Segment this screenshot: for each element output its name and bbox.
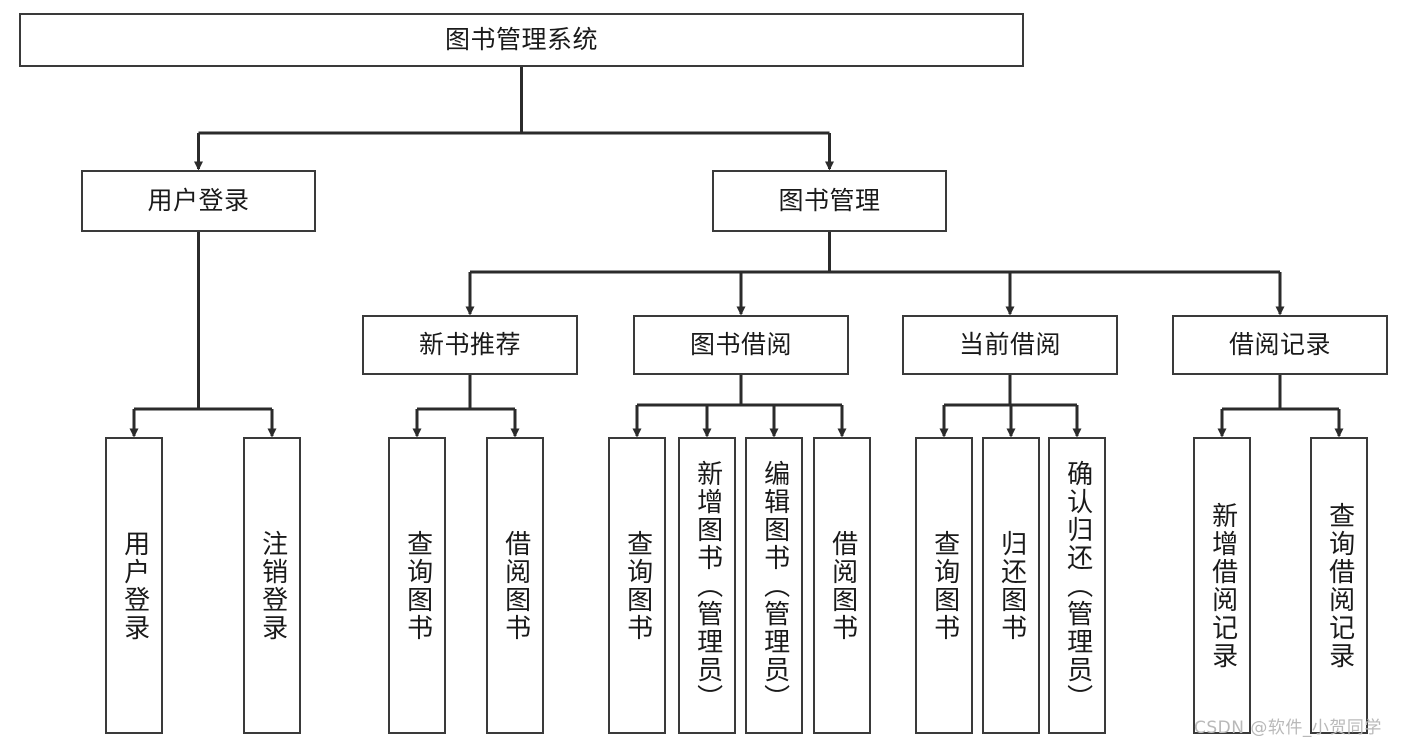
node-label: 用户登录 [147,186,250,215]
node-leaf-query-book-1[interactable]: 查询图书 [388,437,446,734]
node-leaf-return-book[interactable]: 归还图书 [982,437,1040,734]
node-label: 查询借阅记录 [1324,501,1355,670]
node-leaf-edit-book[interactable]: 编辑图书（管理员） [745,437,803,734]
node-leaf-user-logout[interactable]: 注销登录 [243,437,301,734]
node-current-borrow[interactable]: 当前借阅 [902,315,1118,375]
node-label: 确认归还（管理员） [1062,459,1093,712]
node-label: 查询图书 [622,529,653,642]
node-book-manage[interactable]: 图书管理 [712,170,947,232]
node-label: 用户登录 [119,529,150,642]
watermark: CSDN @软件_小贺同学 [1194,718,1382,738]
node-leaf-query-book-2[interactable]: 查询图书 [608,437,666,734]
node-label: 查询图书 [929,529,960,642]
node-label: 编辑图书（管理员） [759,459,790,712]
node-leaf-query-record[interactable]: 查询借阅记录 [1310,437,1368,734]
node-label: 新增图书（管理员） [692,459,723,712]
node-user-login[interactable]: 用户登录 [81,170,316,232]
node-leaf-query-book-3[interactable]: 查询图书 [915,437,973,734]
node-label: 新增借阅记录 [1207,501,1238,670]
node-label: 归还图书 [996,529,1027,642]
node-label: 图书管理系统 [444,25,598,54]
node-root[interactable]: 图书管理系统 [19,13,1024,67]
node-label: 借阅图书 [827,529,858,642]
node-book-borrow[interactable]: 图书借阅 [633,315,849,375]
node-label: 查询图书 [402,529,433,642]
node-leaf-user-login[interactable]: 用户登录 [105,437,163,734]
node-leaf-borrow-book-1[interactable]: 借阅图书 [486,437,544,734]
node-label: 图书借阅 [689,330,792,359]
node-leaf-borrow-book-2[interactable]: 借阅图书 [813,437,871,734]
node-leaf-add-book[interactable]: 新增图书（管理员） [678,437,736,734]
node-label: 新书推荐 [418,330,521,359]
node-label: 借阅记录 [1228,330,1331,359]
node-label: 当前借阅 [958,330,1061,359]
node-label: 注销登录 [257,529,288,642]
node-new-book-rec[interactable]: 新书推荐 [362,315,578,375]
node-leaf-confirm-return[interactable]: 确认归还（管理员） [1048,437,1106,734]
node-borrow-record[interactable]: 借阅记录 [1172,315,1388,375]
node-label: 借阅图书 [500,529,531,642]
node-leaf-add-record[interactable]: 新增借阅记录 [1193,437,1251,734]
node-label: 图书管理 [778,186,881,215]
